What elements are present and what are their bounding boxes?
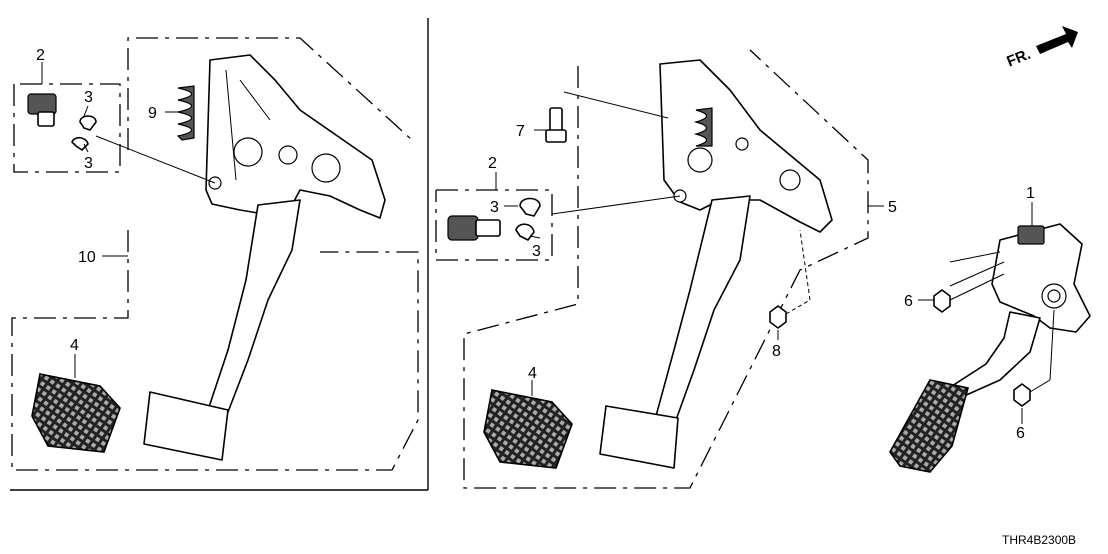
- label-nut-middle: 8: [772, 343, 781, 360]
- front-label: FR.: [1004, 46, 1033, 71]
- label-assembly: 5: [888, 199, 897, 216]
- bolt-middle: [545, 107, 567, 143]
- nut-right-bottom: [1013, 383, 1031, 407]
- brake-pad-left: [31, 373, 121, 453]
- label-accel: 1: [1026, 185, 1035, 202]
- label-nut-right-top: 6: [904, 293, 913, 310]
- stop-switch-middle: [447, 215, 501, 241]
- diagram-code: THR4B2300B: [1002, 533, 1076, 547]
- front-arrow-icon: [1036, 26, 1078, 54]
- nut-right-top: [933, 289, 951, 313]
- clip-left-top: [79, 115, 97, 131]
- stop-switch-left: [27, 93, 57, 127]
- label-box-left: 10: [78, 249, 96, 266]
- brake-pedal-assembly-left: [143, 54, 386, 461]
- clip-left-bottom: [71, 136, 89, 151]
- label-spring-left: 9: [148, 105, 157, 122]
- spring-left: [176, 85, 195, 141]
- switch-box-left: [13, 83, 121, 173]
- label-switch-left: 2: [36, 47, 45, 64]
- box-10-bottom-outline: [11, 230, 419, 471]
- clip-middle-top: [519, 197, 541, 217]
- label-nut-right-bottom: 6: [1016, 425, 1025, 442]
- brake-pedal-assembly-middle: [599, 59, 833, 469]
- label-clip-middle-top: 3: [490, 199, 499, 216]
- middle-group: 7 2 3 3 5 8 4: [435, 49, 897, 489]
- switch-box-middle: [435, 189, 553, 261]
- clip-middle-bottom: [515, 223, 535, 241]
- nut-middle: [769, 305, 787, 329]
- brake-pad-middle: [483, 389, 573, 469]
- label-clip-left-top: 3: [84, 89, 93, 106]
- label-clip-left-bottom: 3: [84, 155, 93, 172]
- label-bolt: 7: [516, 123, 525, 140]
- left-group: 2 3 3 9 10 4: [10, 18, 429, 491]
- label-pad-left: 4: [70, 337, 79, 354]
- label-clip-middle-bottom: 3: [532, 243, 541, 260]
- label-pad-middle: 4: [528, 365, 537, 382]
- box-10-top-outline: [127, 37, 413, 150]
- front-direction-indicator: FR.: [1004, 26, 1078, 71]
- accelerator-pedal: [889, 223, 1091, 473]
- right-group: 1 6 6: [889, 185, 1091, 473]
- box-5-outline: [463, 49, 869, 489]
- label-switch-middle: 2: [488, 155, 497, 172]
